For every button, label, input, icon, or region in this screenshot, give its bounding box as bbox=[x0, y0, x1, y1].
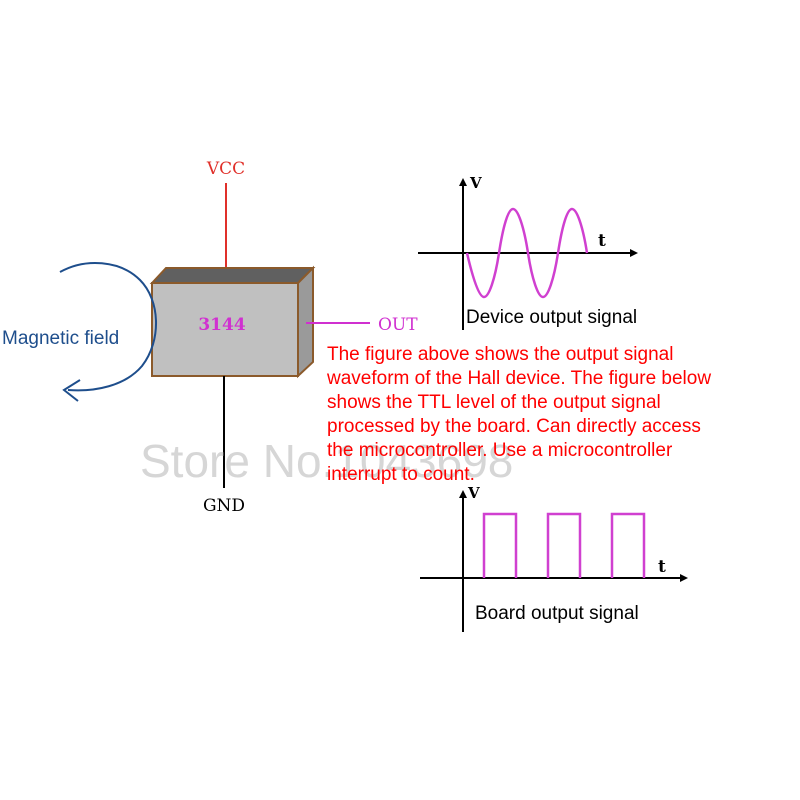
description-line: waveform of the Hall device. The figure … bbox=[326, 368, 711, 389]
board-y-label: V bbox=[467, 484, 480, 502]
description-block: The figure above shows the output signal… bbox=[326, 344, 711, 485]
description-line: the microcontroller. Use a microcontroll… bbox=[327, 440, 673, 461]
chip-front-face bbox=[151, 282, 299, 377]
description-line: shows the TTL level of the output signal bbox=[327, 392, 661, 413]
hall-sensor: VCC 3144 GND OUT bbox=[149, 159, 418, 516]
magnetic-field-label: Magnetic field bbox=[2, 328, 119, 349]
device-x-label: t bbox=[598, 231, 606, 251]
vcc-label: VCC bbox=[206, 159, 245, 179]
description-line: processed by the board. Can directly acc… bbox=[327, 416, 701, 437]
magnetic-field-arc bbox=[59, 262, 158, 392]
board-square-wave bbox=[482, 512, 646, 578]
magnetic-field-arrowhead bbox=[62, 379, 81, 402]
description-line: interrupt to count. bbox=[327, 464, 475, 485]
watermark: Store No.1043698 bbox=[140, 435, 513, 487]
out-label: OUT bbox=[378, 315, 418, 335]
chip-part-number: 3144 bbox=[198, 315, 245, 335]
gnd-label: GND bbox=[203, 496, 245, 516]
board-signal-caption: Board output signal bbox=[475, 603, 639, 624]
device-sine-wave bbox=[465, 207, 589, 299]
board-signal-chart: V t Board output signal bbox=[420, 484, 688, 632]
chip-top-face bbox=[149, 267, 316, 284]
board-x-label: t bbox=[658, 557, 666, 577]
magnetic-field: Magnetic field bbox=[2, 262, 158, 402]
device-signal-caption: Device output signal bbox=[466, 307, 637, 328]
description-line: The figure above shows the output signal bbox=[327, 344, 673, 365]
device-y-label: V bbox=[469, 174, 482, 192]
device-signal-chart: V t Device output signal bbox=[418, 174, 638, 330]
